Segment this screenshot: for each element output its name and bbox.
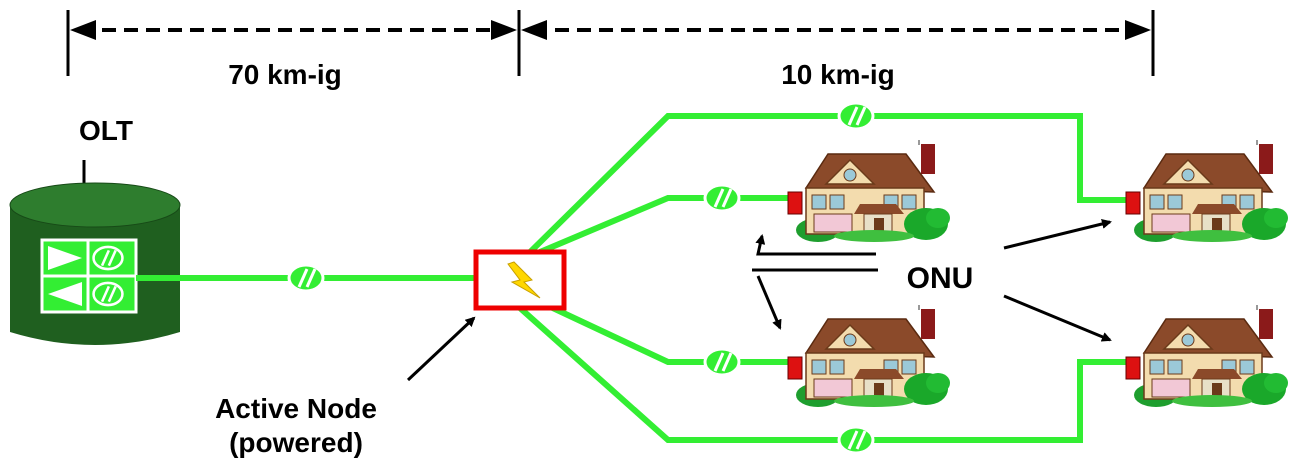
active-node-pointer-arrow	[406, 316, 476, 382]
fiber-coil-icon	[703, 183, 741, 213]
distance-markers	[66, 10, 1155, 76]
onu-arrow-lower-right	[1003, 294, 1112, 342]
house-icon	[787, 139, 951, 243]
drop-fiber-4	[518, 305, 1128, 443]
fiber-coil-icon	[837, 425, 875, 455]
arrow-right-icon	[491, 20, 517, 40]
fiber-coil-icon	[287, 263, 325, 293]
drop-fiber-3	[538, 299, 790, 365]
fiber-coil-icon	[703, 347, 741, 377]
house-icon	[787, 304, 951, 408]
arrow-right-icon	[1125, 20, 1151, 40]
onu-label: ONU	[907, 262, 974, 295]
active-node-label: Active Node	[215, 393, 377, 424]
drop-fiber-2	[538, 195, 790, 255]
distance-label-left: 70 km-ig	[228, 59, 342, 90]
drop-fiber-1	[517, 113, 1128, 265]
receive-arrow-icon	[48, 282, 82, 306]
active-node	[473, 249, 567, 311]
house-icon	[1125, 304, 1289, 408]
onu-arrow-upper-right	[1003, 219, 1112, 250]
fiber-coil-icon	[92, 245, 124, 271]
onu-arrow-lower-left	[756, 275, 782, 330]
arrow-left-icon	[70, 20, 96, 40]
house-icon	[1125, 139, 1289, 243]
onu-pointer-arrows	[752, 219, 1112, 342]
fiber-coil-icon	[92, 281, 124, 307]
distance-label-right: 10 km-ig	[781, 59, 895, 90]
lightning-bolt-icon	[507, 261, 541, 299]
onu-arrow-upper-left	[755, 234, 876, 256]
arrow-left-icon	[521, 20, 547, 40]
fiber-lines	[136, 113, 1128, 443]
transmit-arrow-icon	[48, 246, 82, 270]
olt-transceiver	[40, 238, 138, 314]
olt-label: OLT	[79, 115, 133, 146]
active-node-sublabel: (powered)	[229, 427, 363, 458]
fiber-coil-icon	[837, 101, 875, 131]
